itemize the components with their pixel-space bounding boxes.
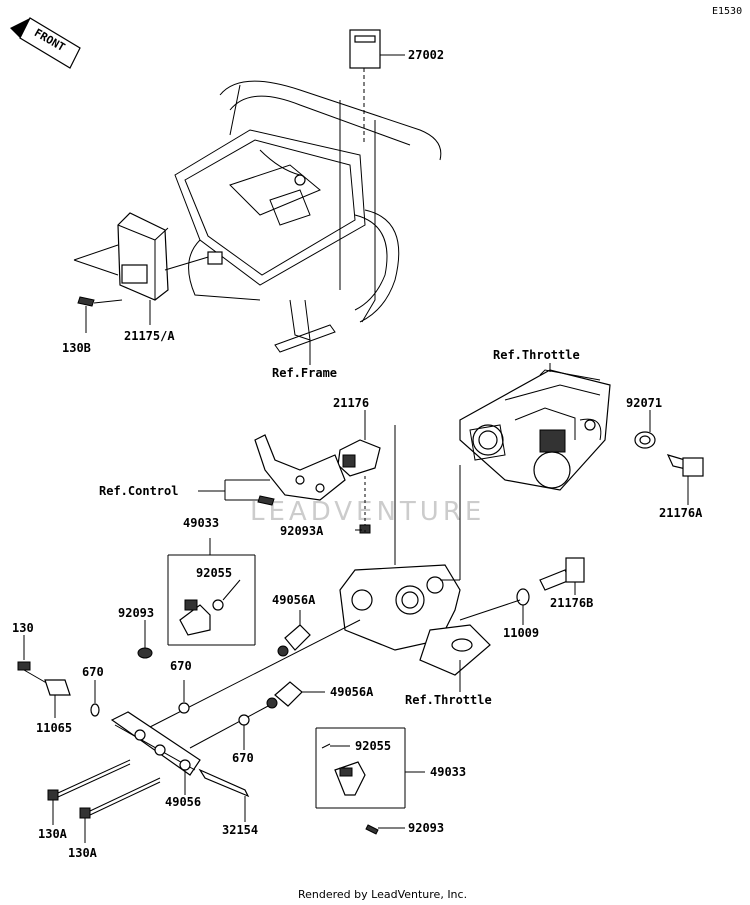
bolt-130 xyxy=(17,635,51,686)
label-21176B: 21176B xyxy=(550,596,593,610)
control-bracket xyxy=(198,434,346,506)
label-11009: 11009 xyxy=(503,626,539,640)
label-670-c: 670 xyxy=(232,751,254,765)
oring-670-c xyxy=(238,714,250,750)
sensor-21176B xyxy=(539,557,585,595)
gasket-11009 xyxy=(459,588,530,625)
label-ref-frame: Ref.Frame xyxy=(272,366,337,380)
intake-manifold xyxy=(339,425,491,676)
label-130: 130 xyxy=(12,621,34,635)
label-21176A: 21176A xyxy=(659,506,703,520)
sensor-21176A xyxy=(666,454,704,505)
throttle-body xyxy=(459,369,611,491)
label-ref-throttle-top: Ref.Throttle xyxy=(493,348,580,362)
fuel-rail-49056 xyxy=(110,619,361,798)
label-92071: 92071 xyxy=(626,396,662,410)
front-arrow-icon: FRONT xyxy=(10,17,81,69)
label-670-a: 670 xyxy=(82,665,104,679)
label-92055-top: 92055 xyxy=(196,566,232,580)
frame-assembly xyxy=(174,80,442,353)
bolt-130A-1 xyxy=(47,759,131,825)
label-21175A: 21175/A xyxy=(124,329,175,343)
diagram-code: E1530 xyxy=(712,6,742,17)
label-32154: 32154 xyxy=(222,823,258,837)
label-92093-top: 92093 xyxy=(118,606,154,620)
label-130A-1: 130A xyxy=(38,827,68,841)
oring-670-b xyxy=(178,680,190,714)
watermark: LEADVENTURE xyxy=(250,497,485,527)
injector-group-bottom xyxy=(315,727,425,835)
label-49033-bot: 49033 xyxy=(430,765,466,779)
label-49056A-bot: 49056A xyxy=(330,685,374,699)
part-49056A-bot xyxy=(266,681,325,709)
part-49056A-top xyxy=(277,610,311,657)
ecu-21175A xyxy=(73,212,223,333)
collar-11065 xyxy=(44,679,71,718)
sensor-21176 xyxy=(337,410,381,534)
oring-92071 xyxy=(634,410,656,449)
label-49056A-top: 49056A xyxy=(272,593,316,607)
label-49056: 49056 xyxy=(165,795,201,809)
label-92055-bot: 92055 xyxy=(355,739,391,753)
label-92093A: 92093A xyxy=(280,524,324,538)
label-670-b: 670 xyxy=(170,659,192,673)
bolt-130A-2 xyxy=(79,777,161,843)
relay-27002 xyxy=(349,29,405,145)
label-92093-bot: 92093 xyxy=(408,821,444,835)
label-130B: 130B xyxy=(62,341,91,355)
footer-credit: Rendered by LeadVenture, Inc. xyxy=(298,888,467,901)
label-ref-throttle-bot: Ref.Throttle xyxy=(405,693,492,707)
label-130A-2: 130A xyxy=(68,846,98,860)
oring-670-a xyxy=(90,680,100,717)
label-ref-control: Ref.Control xyxy=(99,484,178,498)
label-11065: 11065 xyxy=(36,721,72,735)
label-21176: 21176 xyxy=(333,396,369,410)
label-49033-top: 49033 xyxy=(183,516,219,530)
injector-group-top xyxy=(137,538,256,659)
label-27002: 27002 xyxy=(408,48,444,62)
